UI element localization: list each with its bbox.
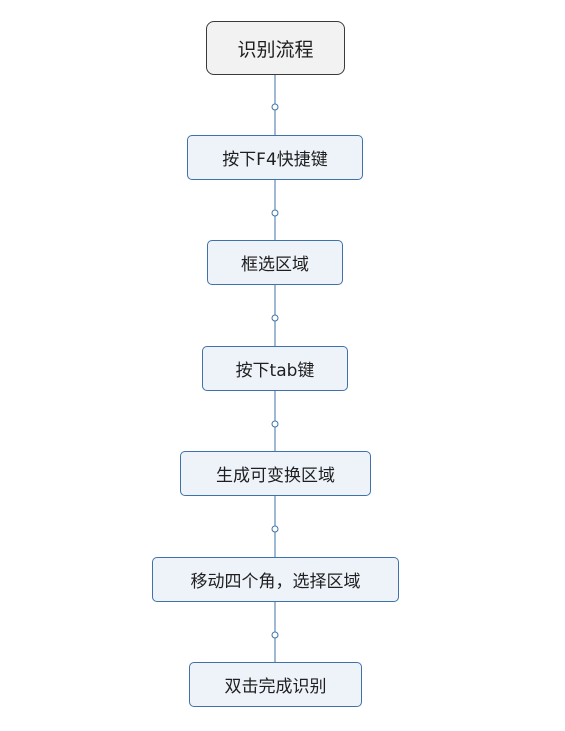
connector-dot-6 <box>271 631 279 639</box>
connector-dot-3 <box>271 314 279 322</box>
step-node-select-region[interactable]: 框选区域 <box>207 240 343 285</box>
step-node-label: 按下tab键 <box>235 361 315 381</box>
step-node-double-click[interactable]: 双击完成识别 <box>189 662 362 707</box>
step-node-label: 移动四个角，选择区域 <box>190 572 361 592</box>
step-node-press-f4[interactable]: 按下F4快捷键 <box>187 135 363 180</box>
step-node-label: 双击完成识别 <box>224 677 327 697</box>
step-node-label: 框选区域 <box>241 255 309 275</box>
root-node[interactable]: 识别流程 <box>206 21 345 75</box>
step-node-move-corners[interactable]: 移动四个角，选择区域 <box>152 557 399 602</box>
connector-dot-1 <box>271 103 279 111</box>
connector-dot-5 <box>271 525 279 533</box>
connector-dot-4 <box>271 420 279 428</box>
root-node-label: 识别流程 <box>237 38 314 61</box>
connector-dot-2 <box>271 209 279 217</box>
step-node-press-tab[interactable]: 按下tab键 <box>202 346 348 391</box>
step-node-label: 生成可变换区域 <box>216 466 335 486</box>
step-node-label: 按下F4快捷键 <box>222 150 328 170</box>
step-node-transformable-region[interactable]: 生成可变换区域 <box>180 451 371 496</box>
